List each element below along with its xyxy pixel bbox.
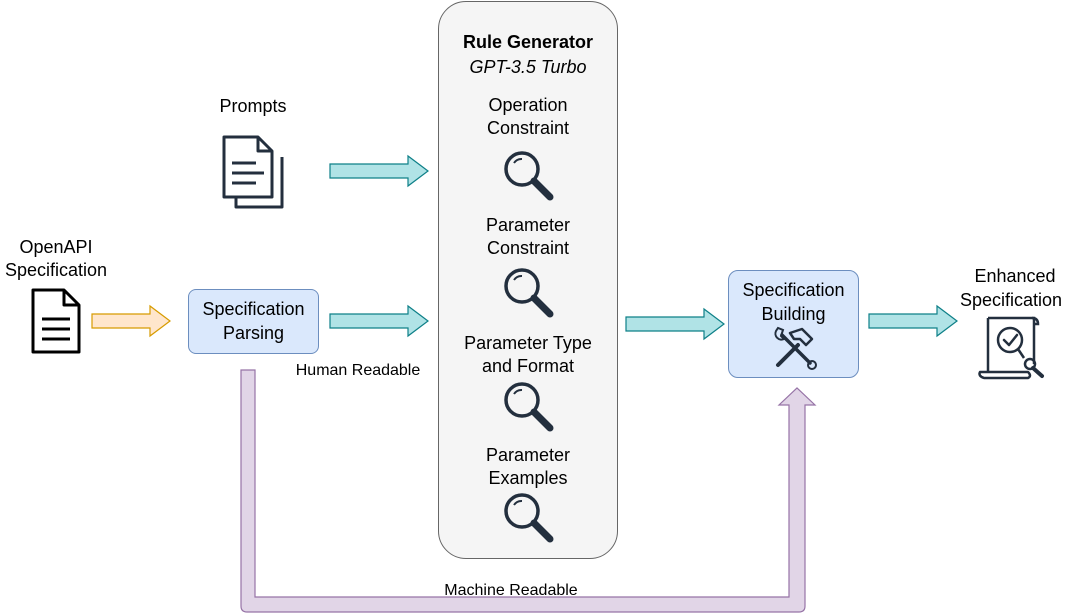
magnifier-icon <box>504 151 554 201</box>
parsing-label-line1: Specification <box>202 299 305 319</box>
building-to-output-arrow <box>868 304 958 338</box>
step-param-constraint-line1: Parameter <box>485 215 571 235</box>
step-param-examples-line1: Parameter <box>485 445 571 465</box>
document-icon <box>31 288 81 354</box>
openapi-label-line1: OpenAPI <box>19 237 93 257</box>
machine-readable-label: Machine Readable <box>444 582 578 599</box>
rule-generator-title: Rule Generator <box>462 32 594 52</box>
magnifier-icon <box>504 493 554 543</box>
step-param-examples-line2: Examples <box>488 468 568 488</box>
step-operation-line2: Constraint <box>486 118 570 138</box>
parsing-to-generator-arrow <box>329 304 429 338</box>
tools-icon <box>774 326 817 370</box>
rule-generator-subtitle: GPT-3.5 Turbo <box>469 57 587 77</box>
magnifier-icon <box>504 382 554 432</box>
openapi-label-line2: Specification <box>4 260 108 280</box>
step-param-type-line2: and Format <box>481 356 575 376</box>
machine-readable-arrow <box>240 369 817 613</box>
prompts-to-generator-arrow <box>329 154 429 188</box>
step-operation-line1: Operation <box>488 95 568 115</box>
rule-generator-node <box>438 1 618 559</box>
human-readable-label: Human Readable <box>295 362 421 379</box>
step-param-type-line1: Parameter Type <box>464 333 592 353</box>
specification-building-node <box>728 270 859 378</box>
verified-document-icon <box>978 316 1044 380</box>
specification-parsing-node <box>188 289 319 354</box>
documents-icon <box>222 135 284 209</box>
prompts-label: Prompts <box>219 96 287 116</box>
building-label-line2: Building <box>761 304 826 324</box>
step-param-constraint-line2: Constraint <box>486 238 570 258</box>
generator-to-building-arrow <box>625 307 725 341</box>
parsing-label-line2: Parsing <box>222 323 285 343</box>
building-label-line1: Specification <box>742 280 845 300</box>
output-label-line1: Enhanced <box>974 266 1056 286</box>
openapi-to-parsing-arrow <box>91 304 171 338</box>
output-label-line2: Specification <box>959 290 1063 310</box>
magnifier-icon <box>504 268 554 318</box>
